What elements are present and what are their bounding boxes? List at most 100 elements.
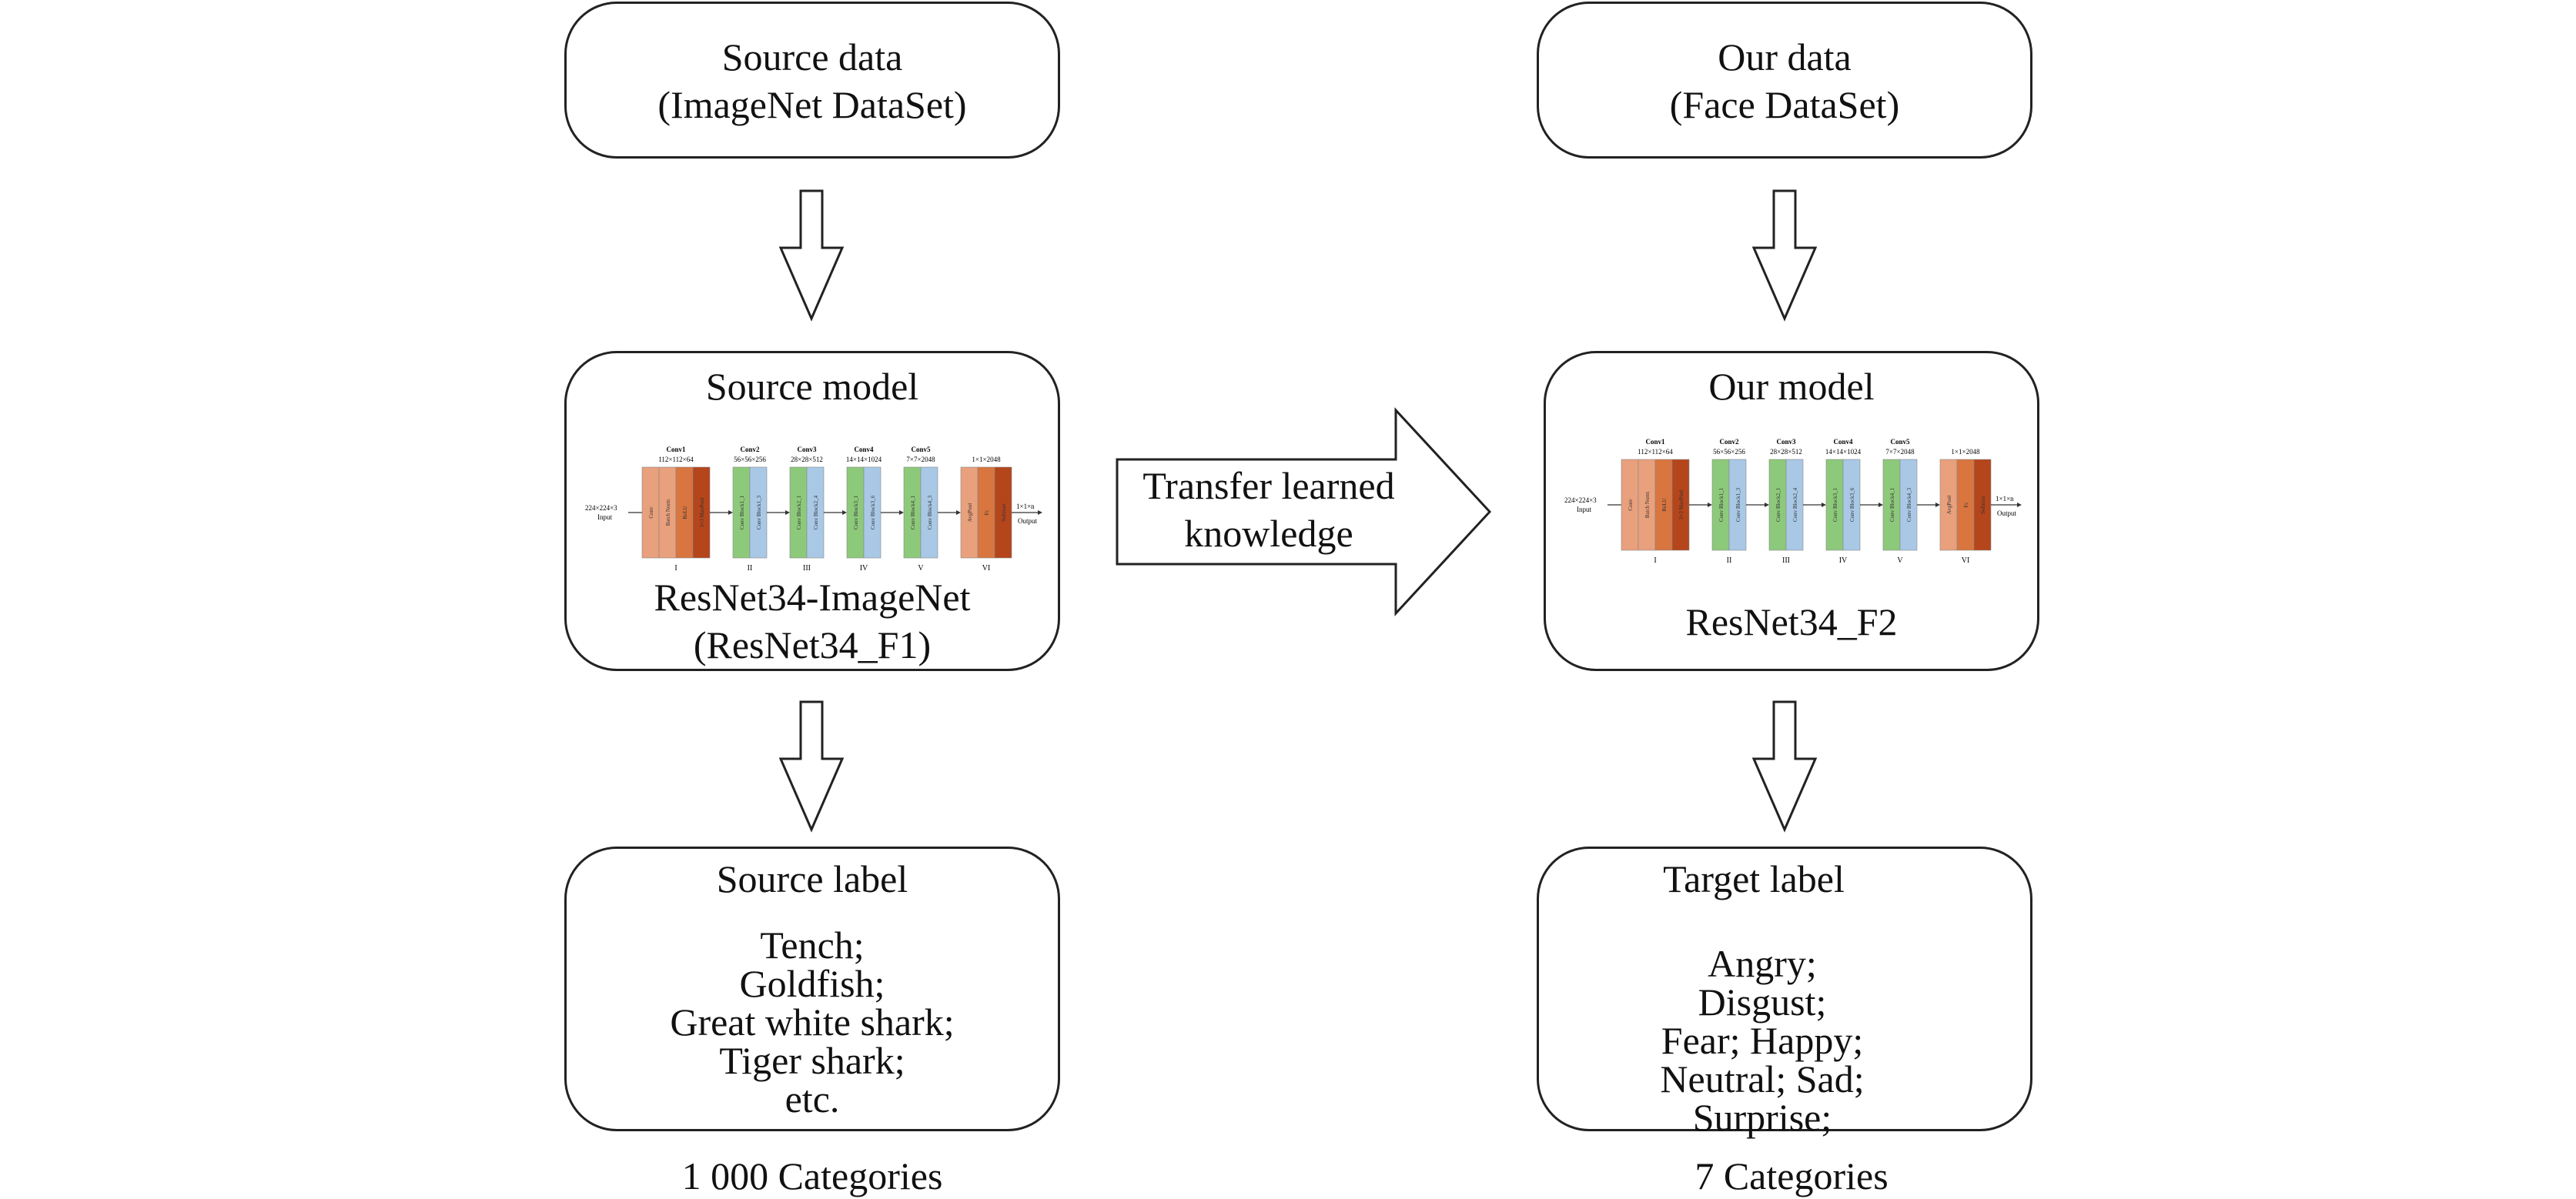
net-output-word: Output xyxy=(1018,517,1038,525)
net-stage-name: Conv2 xyxy=(740,446,760,453)
net-stage-roman: V xyxy=(918,564,924,573)
net-output-label: 1×1×n xyxy=(1996,495,2014,503)
net-stage-name: Conv4 xyxy=(854,446,874,453)
our-data-box: Our data (Face DataSet) xyxy=(1537,2,2032,159)
net-stage-name: Conv1 xyxy=(1645,438,1665,446)
net-stage-shape: 112×112×64 xyxy=(658,456,694,463)
net-input-word: Input xyxy=(597,513,612,521)
net-stage-name: Conv2 xyxy=(1719,438,1739,446)
svg-text:Fc: Fc xyxy=(984,510,990,516)
svg-text:Fc: Fc xyxy=(1963,503,1969,508)
net-connector-head xyxy=(842,510,847,515)
source-model-name: ResNet34-ImageNet xyxy=(654,576,971,619)
svg-text:Conv Block1_3: Conv Block1_3 xyxy=(756,495,762,529)
net-stage-roman: VI xyxy=(982,564,991,573)
source-label-item: Tiger shark; xyxy=(719,1039,905,1082)
net-stage-shape: 56×56×256 xyxy=(734,456,766,463)
svg-text:Batch Norm: Batch Norm xyxy=(665,499,671,526)
net-connector-head xyxy=(1822,503,1826,507)
target-categories-caption: 7 Categories xyxy=(1694,1154,1889,1197)
svg-text:Conv Block3_6: Conv Block3_6 xyxy=(1849,487,1855,522)
net-stage-roman: II xyxy=(1727,556,1732,565)
transfer-arrow xyxy=(1116,407,1492,616)
net-block: AvgPool xyxy=(1939,459,1958,551)
net-stage-shape: 14×14×1024 xyxy=(846,456,882,463)
source-label-item: Tench; xyxy=(760,923,865,967)
svg-text:Conv Block4_1: Conv Block4_1 xyxy=(910,495,916,529)
svg-text:ReLU: ReLU xyxy=(682,506,688,519)
down-arrow-2-right xyxy=(1751,700,1818,833)
transfer-text: Transfer learned knowledge xyxy=(1115,462,1423,557)
net-output-label: 1×1×n xyxy=(1016,503,1035,510)
svg-text:Conv Block3_6: Conv Block3_6 xyxy=(870,495,876,529)
svg-text:Conv Block1_3: Conv Block1_3 xyxy=(1735,487,1741,522)
target-label-item: Angry; Disgust; xyxy=(1698,942,1827,1024)
net-block: 3×3 MaxPool xyxy=(692,466,711,559)
svg-text:Conv Block2_4: Conv Block2_4 xyxy=(1792,487,1798,522)
target-label-title: Target label xyxy=(1663,857,1845,900)
net-connector-head xyxy=(785,510,790,515)
svg-text:Conv Block2_4: Conv Block2_4 xyxy=(813,495,819,529)
net-block: ReLU xyxy=(1654,459,1673,551)
source-label-list: Tench; Goldfish; Great white shark; Tige… xyxy=(567,926,1058,1118)
net-stage-name: Conv5 xyxy=(911,446,931,453)
net-block: ReLU xyxy=(675,466,694,559)
net-block: Batch Norm xyxy=(658,466,677,559)
net-stage-roman: I xyxy=(674,564,677,573)
net-stage-roman: VI xyxy=(1962,556,1970,565)
source-label-item: Great white shark; xyxy=(670,1000,955,1044)
net-block: Conv Block3_1 xyxy=(1825,459,1844,551)
net-connector-head xyxy=(1765,503,1769,507)
net-stage-name: Conv4 xyxy=(1833,438,1853,446)
svg-text:Conv Block4_3: Conv Block4_3 xyxy=(927,495,933,529)
source-label-title: Source label xyxy=(716,857,908,900)
net-stage-shape: 14×14×1024 xyxy=(1825,448,1862,456)
target-label-item: Neutral; Sad; xyxy=(1660,1057,1865,1100)
net-input-word: Input xyxy=(1577,506,1591,513)
net-connector-head xyxy=(2017,503,2022,507)
net-block: Conv Block3_6 xyxy=(1842,459,1861,551)
net-stage-shape: 7×7×2048 xyxy=(1885,448,1915,456)
target-label-box: Target label Angry; Disgust; Fear; Happy… xyxy=(1537,847,2032,1137)
net-block: Conv xyxy=(641,466,660,559)
net-connector-head xyxy=(956,510,961,515)
svg-text:Conv Block3_1: Conv Block3_1 xyxy=(853,495,859,529)
net-block: Conv Block1_1 xyxy=(1711,459,1730,551)
source-data-box: Source data (ImageNet DataSet) xyxy=(564,2,1060,159)
svg-text:Conv Block4_1: Conv Block4_1 xyxy=(1889,487,1895,522)
svg-text:Conv: Conv xyxy=(1628,499,1634,511)
svg-text:3×3 MaxPool: 3×3 MaxPool xyxy=(1678,490,1684,519)
net-connector-head xyxy=(728,510,733,515)
net-block: AvgPool xyxy=(960,466,979,559)
net-stage-shape: 28×28×512 xyxy=(791,456,823,463)
net-connector-head xyxy=(1708,503,1712,507)
svg-text:Conv: Conv xyxy=(648,506,654,519)
net-connector-head xyxy=(1878,503,1883,507)
our-data-title: Our data xyxy=(1718,35,1852,78)
net-block: 3×3 MaxPool xyxy=(1671,459,1690,551)
net-block: Conv Block4_1 xyxy=(1882,459,1901,551)
source-label-item: Goldfish; xyxy=(739,962,885,1005)
net-block: Conv Block2_1 xyxy=(789,466,808,559)
svg-text:Conv Block3_1: Conv Block3_1 xyxy=(1832,487,1838,522)
net-block: Softmax xyxy=(1973,459,1992,551)
source-label-item: etc. xyxy=(785,1077,840,1121)
net-block: Conv Block2_4 xyxy=(1785,459,1804,551)
net-stage-roman: IV xyxy=(1839,556,1848,565)
source-model-title: Source model xyxy=(705,365,919,408)
source-categories-caption: 1 000 Categories xyxy=(681,1154,943,1197)
svg-text:Conv Block1_1: Conv Block1_1 xyxy=(1718,487,1725,522)
source-data-subtitle: (ImageNet DataSet) xyxy=(657,83,967,126)
net-block: Conv Block4_3 xyxy=(920,466,938,559)
net-stage-shape: 56×56×256 xyxy=(1713,448,1745,456)
net-stage-roman: IV xyxy=(860,564,868,573)
net-stage-name: Conv5 xyxy=(1890,438,1910,446)
net-stage-roman: I xyxy=(1654,556,1656,565)
net-input-label: 224×224×3 xyxy=(1564,496,1597,504)
svg-text:Conv Block4_3: Conv Block4_3 xyxy=(1906,487,1912,522)
net-stage-roman: III xyxy=(1782,556,1790,565)
net-block: Conv Block2_4 xyxy=(806,466,825,559)
svg-text:Conv Block2_1: Conv Block2_1 xyxy=(1775,487,1781,522)
target-label-item: Surprise; xyxy=(1692,1096,1832,1139)
